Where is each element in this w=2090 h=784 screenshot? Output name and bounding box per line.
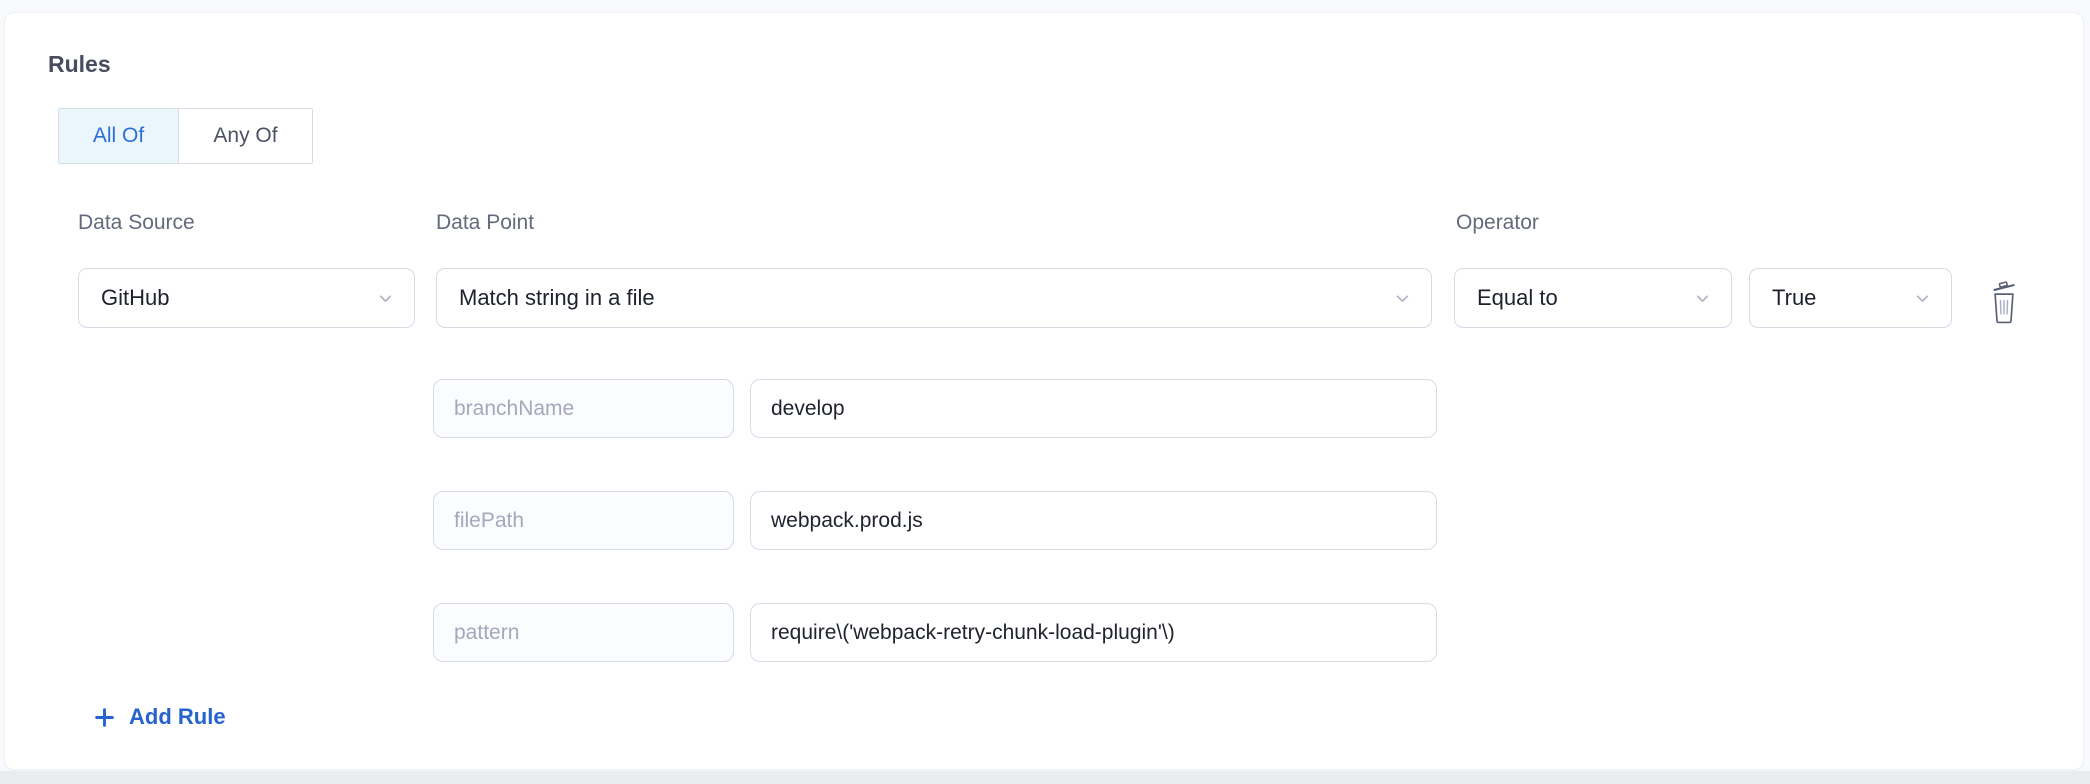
data-point-label: Data Point xyxy=(436,211,535,234)
param-value-input[interactable] xyxy=(750,379,1437,438)
match-mode-any-of[interactable]: Any Of xyxy=(178,109,312,163)
plus-icon xyxy=(93,706,116,729)
match-mode-toggle: All Of Any Of xyxy=(58,108,313,164)
operator-value: Equal to xyxy=(1477,285,1558,310)
param-key-input[interactable] xyxy=(433,379,734,438)
chevron-down-icon xyxy=(1914,290,1931,307)
data-source-value: GitHub xyxy=(101,285,170,310)
data-source-label: Data Source xyxy=(78,211,195,234)
chevron-down-icon xyxy=(1694,290,1711,307)
match-mode-all-of-label: All Of xyxy=(92,124,145,147)
page-bottom-strip xyxy=(0,771,2090,784)
data-point-value: Match string in a file xyxy=(459,285,655,310)
expected-value-select[interactable]: True xyxy=(1749,268,1952,328)
rules-panel: Rules All Of Any Of Data Source Data Poi… xyxy=(4,12,2084,770)
match-mode-any-of-label: Any Of xyxy=(213,124,278,147)
param-key-input[interactable] xyxy=(433,603,734,662)
add-rule-button[interactable]: Add Rule xyxy=(93,701,226,733)
operator-select[interactable]: Equal to xyxy=(1454,268,1732,328)
trash-icon xyxy=(1985,280,2023,329)
chevron-down-icon xyxy=(377,290,394,307)
expected-value: True xyxy=(1772,285,1817,310)
data-point-select[interactable]: Match string in a file xyxy=(436,268,1432,328)
delete-rule-button[interactable] xyxy=(1981,279,2027,329)
operator-label: Operator xyxy=(1456,211,1539,234)
chevron-down-icon xyxy=(1394,290,1411,307)
data-source-select[interactable]: GitHub xyxy=(78,268,415,328)
match-mode-all-of[interactable]: All Of xyxy=(59,109,178,163)
param-value-input[interactable] xyxy=(750,603,1437,662)
add-rule-label: Add Rule xyxy=(129,704,226,729)
param-key-input[interactable] xyxy=(433,491,734,550)
rules-heading: Rules xyxy=(48,51,111,77)
param-value-input[interactable] xyxy=(750,491,1437,550)
